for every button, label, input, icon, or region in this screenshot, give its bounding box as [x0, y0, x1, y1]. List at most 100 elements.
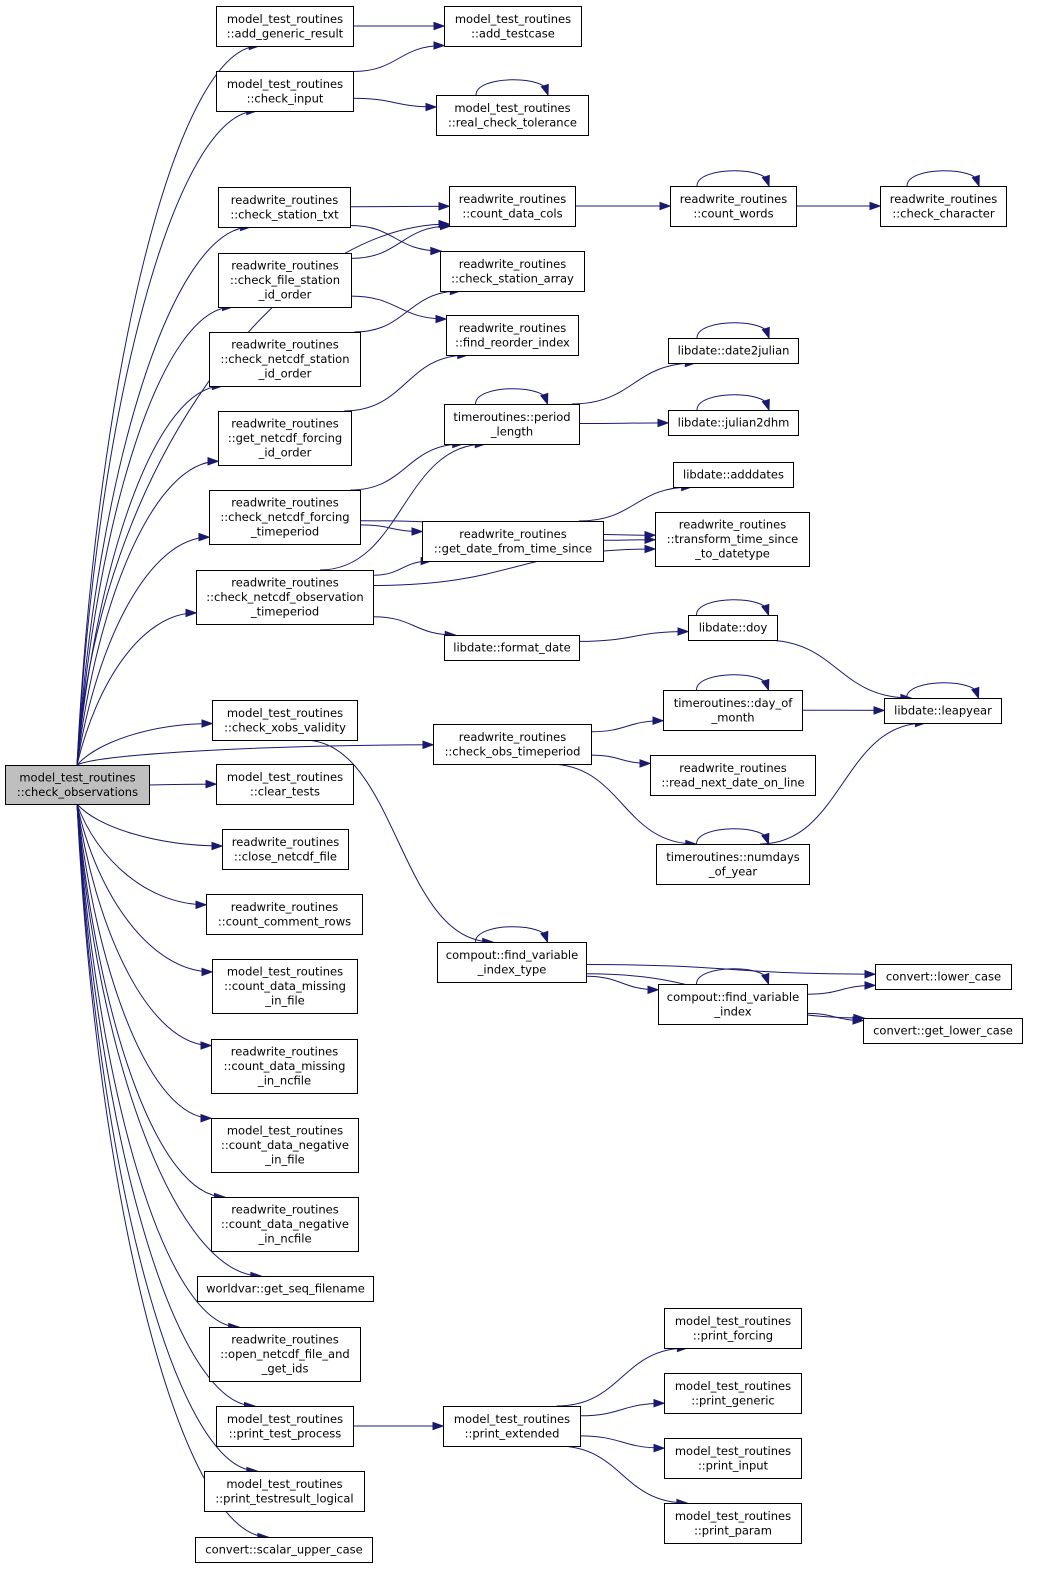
node-find-reorder-index[interactable]: readwrite_routines::find_reorder_index — [446, 315, 579, 356]
node-count-data-negative-in-ncfile[interactable]: readwrite_routines::count_data_negative_… — [211, 1197, 359, 1252]
node-count-comment-rows[interactable]: readwrite_routines::count_comment_rows — [206, 894, 363, 935]
node-check-xobs-validity[interactable]: model_test_routines::check_xobs_validity — [212, 700, 358, 741]
node-label: ::add_generic_result — [227, 26, 344, 40]
node-label: ::print_testresult_logical — [215, 1491, 353, 1505]
node-find-variable-index-type[interactable]: compout::find_variable_index_type — [437, 942, 587, 983]
node-label: libdate::adddates — [683, 468, 784, 482]
node-box — [206, 894, 363, 935]
node-box — [444, 635, 580, 661]
edge-root-to-check_obs_timeperiod — [76, 740, 435, 766]
node-check-station-txt[interactable]: readwrite_routines::check_station_txt — [218, 187, 351, 228]
node-label: _timeperiod — [250, 525, 319, 539]
node-check-file-station-id-order[interactable]: readwrite_routines::check_file_station_i… — [218, 253, 352, 308]
node-label: _id_order — [258, 367, 312, 381]
node-print-extended[interactable]: model_test_routines::print_extended — [443, 1406, 581, 1447]
node-julian2dhm[interactable]: libdate::julian2dhm — [668, 410, 799, 436]
node-label: model_test_routines — [226, 1477, 342, 1491]
node-box — [880, 186, 1007, 227]
node-adddates[interactable]: libdate::adddates — [673, 462, 794, 488]
node-get-lower-case[interactable]: convert::get_lower_case — [863, 1018, 1023, 1044]
edge-find_variable_index_type-to-find_variable_index — [585, 975, 660, 995]
node-label: readwrite_routines — [232, 835, 339, 849]
root-node-check-observations[interactable]: model_test_routines::check_observations — [5, 765, 150, 805]
node-count-data-negative-in-file[interactable]: model_test_routines::count_data_negative… — [211, 1118, 359, 1173]
node-label: readwrite_routines — [459, 730, 566, 744]
node-print-generic[interactable]: model_test_routines::print_generic — [664, 1373, 802, 1414]
node-print-test-process[interactable]: model_test_routines::print_test_process — [216, 1406, 354, 1447]
node-print-input[interactable]: model_test_routines::print_input — [664, 1438, 802, 1479]
node-close-netcdf-file[interactable]: readwrite_routines::close_netcdf_file — [222, 829, 349, 870]
node-box — [863, 1018, 1023, 1044]
node-label: ::check_character — [892, 206, 995, 220]
node-box — [668, 338, 799, 364]
node-box — [209, 332, 361, 387]
node-count-data-missing-in-file[interactable]: model_test_routines::count_data_missing_… — [212, 959, 358, 1014]
node-box — [673, 462, 794, 488]
node-find-variable-index[interactable]: compout::find_variable_index — [658, 984, 808, 1025]
node-clear-tests[interactable]: model_test_routines::clear_tests — [216, 764, 354, 805]
node-label: _of_year — [708, 864, 758, 878]
node-scalar-upper-case[interactable]: convert::scalar_upper_case — [195, 1537, 373, 1563]
node-format-date[interactable]: libdate::format_date — [444, 635, 580, 661]
node-label: ::count_words — [693, 206, 773, 220]
edge-check_netcdf_forcing_timeperiod-to-period_length — [350, 439, 465, 491]
node-label: readwrite_routines — [231, 1203, 338, 1217]
node-check-netcdf-forcing-timeperiod[interactable]: readwrite_routines::check_netcdf_forcing… — [209, 490, 361, 545]
node-label: _in_ncfile — [257, 1074, 311, 1088]
node-get-netcdf-forcing-id-order[interactable]: readwrite_routines::get_netcdf_forcing_i… — [218, 411, 352, 466]
node-layer: model_test_routines::check_observationsm… — [5, 6, 1023, 1563]
node-check-station-array[interactable]: readwrite_routines::check_station_array — [440, 251, 585, 292]
edge-check_station_txt-to-count_data_cols — [349, 201, 451, 211]
edge-period_length-to-date2julian — [571, 358, 697, 405]
edge-check_station_txt-to-check_station_array — [349, 225, 443, 256]
node-read-next-date-on-line[interactable]: readwrite_routines::read_next_date_on_li… — [650, 755, 816, 796]
node-print-param[interactable]: model_test_routines::print_param — [664, 1503, 802, 1544]
node-check-netcdf-station-id-order[interactable]: readwrite_routines::check_netcdf_station… — [209, 332, 361, 387]
node-check-character[interactable]: readwrite_routines::check_character — [880, 186, 1007, 227]
node-date2julian[interactable]: libdate::date2julian — [668, 338, 799, 364]
node-count-data-cols[interactable]: readwrite_routines::count_data_cols — [449, 186, 576, 227]
node-label: readwrite_routines — [231, 900, 338, 914]
node-period-length[interactable]: timeroutines::period_length — [444, 404, 580, 445]
node-box — [664, 1373, 802, 1414]
node-label: ::get_date_from_time_since — [434, 541, 592, 555]
node-check-input[interactable]: model_test_routines::check_input — [216, 71, 354, 112]
node-print-testresult-logical[interactable]: model_test_routines::print_testresult_lo… — [204, 1471, 365, 1512]
node-label: convert::lower_case — [886, 970, 1001, 984]
node-label: ::check_netcdf_forcing — [220, 510, 349, 524]
node-doy[interactable]: libdate::doy — [688, 615, 778, 641]
node-label: readwrite_routines — [459, 321, 566, 335]
node-count-words[interactable]: readwrite_routines::count_words — [670, 186, 797, 227]
node-label: ::check_netcdf_observation — [206, 590, 363, 604]
node-leapyear[interactable]: libdate::leapyear — [884, 698, 1002, 724]
edge-print_test_process-to-print_extended — [353, 1421, 445, 1431]
node-label: compout::find_variable — [667, 990, 799, 1004]
node-day-of-month[interactable]: timeroutines::day_of_month — [663, 690, 803, 731]
node-label: ::print_input — [698, 1458, 769, 1472]
node-open-netcdf-file-and-get-ids[interactable]: readwrite_routines::open_netcdf_file_and… — [209, 1327, 361, 1382]
node-box — [211, 1118, 359, 1173]
node-real-check-tolerance[interactable]: model_test_routines::real_check_toleranc… — [436, 95, 589, 136]
node-label: ::check_file_station — [230, 273, 340, 287]
node-check-netcdf-observation-timeperiod[interactable]: readwrite_routines::check_netcdf_observa… — [196, 570, 374, 625]
node-transform-time-since-to-datetype[interactable]: readwrite_routines::transform_time_since… — [655, 512, 810, 567]
node-add-generic-result[interactable]: model_test_routines::add_generic_result — [216, 6, 354, 47]
node-label: ::print_param — [694, 1523, 772, 1537]
node-count-data-missing-in-ncfile[interactable]: readwrite_routines::count_data_missing_i… — [211, 1039, 358, 1094]
node-label: _in_file — [264, 994, 305, 1008]
node-box — [209, 490, 361, 545]
node-numdays-of-year[interactable]: timeroutines::numdays_of_year — [656, 844, 810, 885]
node-check-obs-timeperiod[interactable]: readwrite_routines::check_obs_timeperiod — [433, 724, 592, 765]
node-get-date-from-time-since[interactable]: readwrite_routines::get_date_from_time_s… — [422, 521, 604, 562]
node-box — [664, 1503, 802, 1544]
node-get-seq-filename[interactable]: worldvar::get_seq_filename — [197, 1276, 374, 1302]
node-add-testcase[interactable]: model_test_routines::add_testcase — [444, 6, 582, 47]
node-label: ::read_next_date_on_line — [661, 775, 804, 789]
node-lower-case[interactable]: convert::lower_case — [875, 964, 1012, 990]
node-box — [5, 765, 150, 805]
node-label: libdate::julian2dhm — [678, 416, 790, 430]
node-label: ::check_xobs_validity — [224, 720, 346, 734]
node-label: model_test_routines — [227, 770, 343, 784]
node-print-forcing[interactable]: model_test_routines::print_forcing — [664, 1308, 802, 1349]
node-label: ::check_station_array — [451, 271, 574, 285]
